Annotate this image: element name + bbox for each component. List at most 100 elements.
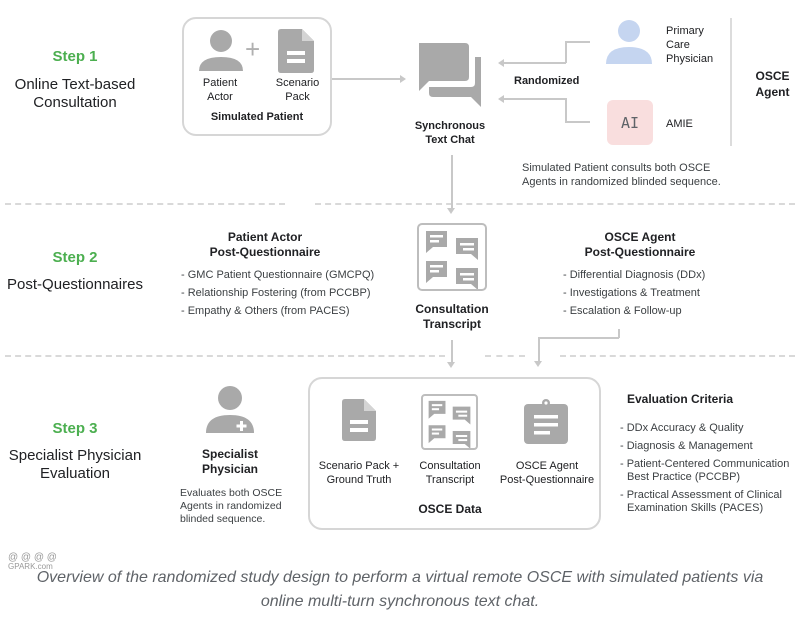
agent-q-item: - Differential Diagnosis (DDx) — [563, 269, 706, 281]
scenario-pack-label: Scenario Pack — [270, 76, 325, 104]
arrow-head-amie — [498, 95, 504, 103]
agent-questionnaire-title: OSCE Agent Post-Questionnaire — [565, 230, 715, 260]
agent-q-item: - Escalation & Follow-up — [563, 305, 682, 317]
patient-questionnaire-title: Patient Actor Post-Questionnaire — [190, 230, 340, 260]
connector-pcp-vertical — [565, 41, 567, 63]
agent-questionnaire-list: - Differential Diagnosis (DDx) - Investi… — [563, 266, 705, 320]
watermark-line1: @ @ @ @ — [8, 552, 57, 563]
criteria-item-line2: Examination Skills (PACES) — [627, 502, 764, 514]
patient-q-item: - GMC Patient Questionnaire (GMCPQ) — [181, 269, 375, 281]
criteria-item: - Practical Assessment of Clinical Exami… — [620, 489, 789, 515]
step2-number: Step 2 — [52, 249, 98, 266]
osce-data-item: OSCE Agent Post-Questionnaire — [494, 459, 600, 487]
osce-data-item-line1: OSCE Agent — [515, 460, 579, 472]
arrow-head-agent-q-to-data — [534, 361, 542, 367]
step1-title-line2: Consultation — [33, 94, 117, 111]
osce-transcript-icon — [421, 394, 478, 450]
ai-icon: AI — [607, 100, 653, 145]
criteria-item-line1: - Patient-Centered Communication — [620, 458, 790, 470]
scenario-pack-label-line1: Scenario — [275, 77, 320, 89]
watermark: @ @ @ @ GPARK.com — [8, 552, 57, 572]
scenario-pack-ground-truth-icon — [342, 399, 376, 441]
connector-amie-vertical — [565, 98, 567, 122]
step3-title-line2: Evaluation — [39, 465, 111, 482]
primary-care-physician-label: Primary Care Physician — [666, 24, 713, 66]
specialist-desc-line2: Agents in randomized — [180, 500, 282, 512]
connector-amie-bottom — [565, 121, 590, 123]
connector-agent-q-down — [618, 329, 620, 338]
criteria-item-line1: - DDx Accuracy & Quality — [620, 422, 744, 434]
separator-step2-step3 — [560, 355, 795, 357]
specialist-desc-line3: blinded sequence. — [180, 513, 266, 525]
evaluation-criteria-title: Evaluation Criteria — [627, 392, 734, 406]
step3-title-line1: Specialist Physician — [8, 447, 142, 464]
osce-data-item: Scenario Pack + Ground Truth — [311, 459, 407, 487]
arrow-transcript-to-data — [451, 340, 453, 364]
step1-note: Simulated Patient consults both OSCE Age… — [522, 161, 721, 189]
transcript-label-line2: Transcript — [422, 317, 482, 331]
patient-q-item: - Empathy & Others (from PACES) — [181, 305, 350, 317]
osce-data-box — [308, 377, 601, 530]
step3-number: Step 3 — [52, 420, 98, 437]
osce-agent-questionnaire-icon — [524, 399, 568, 444]
chat-label-line2: Text Chat — [425, 134, 475, 146]
specialist-physician-icon — [206, 386, 254, 433]
arrow-head-chat-to-transcript — [447, 208, 455, 214]
arrow-chat-to-transcript — [451, 155, 453, 209]
specialist-description: Evaluates both OSCE Agents in randomized… — [180, 487, 282, 526]
primary-care-physician-icon — [606, 20, 652, 64]
amie-label: AMIE — [666, 118, 693, 130]
patient-actor-label-line1: Patient — [202, 77, 238, 89]
step1-note-line2: Agents in randomized blinded sequence. — [522, 176, 721, 188]
patient-q-title-line2: Post-Questionnaire — [209, 245, 321, 259]
separator-step2-step3 — [5, 355, 445, 357]
arrow-head-patient-to-chat — [400, 75, 406, 83]
osce-data-item: Consultation Transcript — [405, 459, 495, 487]
agent-q-item: - Investigations & Treatment — [563, 287, 700, 299]
caption-line1: Overview of the randomized study design … — [36, 569, 764, 586]
simulated-patient-box — [182, 17, 332, 136]
connector-agent-q-horizontal — [538, 337, 619, 339]
transcript-label-line1: Consultation — [415, 302, 489, 316]
separator-step1-step2 — [5, 203, 285, 205]
randomized-label: Randomized — [514, 75, 580, 87]
osce-data-item-line2: Transcript — [425, 474, 475, 486]
agent-q-title-line2: Post-Questionnaire — [584, 245, 696, 259]
osce-data-label: OSCE Data — [418, 502, 482, 516]
step1-title-line1: Online Text-based — [14, 76, 136, 93]
patient-actor-label: Patient Actor — [194, 76, 246, 104]
pcp-label-line1: Primary — [666, 25, 704, 37]
criteria-item: - DDx Accuracy & Quality — [620, 422, 789, 435]
simulated-patient-label: Simulated Patient — [210, 111, 304, 123]
synchronous-chat-icon — [419, 43, 481, 107]
patient-q-item: - Relationship Fostering (from PCCBP) — [181, 287, 371, 299]
separator-step1-step2 — [315, 203, 795, 205]
arrow-agent-q-to-data — [538, 337, 540, 363]
arrow-pcp-to-chat — [503, 62, 566, 64]
arrow-head-pcp — [498, 59, 504, 67]
pcp-label-line3: Physician — [666, 53, 714, 65]
caption-line2: online multi-turn synchronous text chat. — [260, 593, 540, 610]
step1-title: Online Text-based Consultation — [5, 76, 145, 112]
scenario-pack-icon — [278, 29, 314, 73]
patient-q-title-line1: Patient Actor — [227, 230, 303, 244]
separator-step2-step3 — [485, 355, 525, 357]
arrow-patient-to-chat — [332, 78, 402, 80]
specialist-physician-label: Specialist Physician — [180, 447, 280, 477]
patient-actor-label-line2: Actor — [207, 91, 233, 103]
osce-agent-divider — [730, 18, 732, 146]
consultation-transcript-label: Consultation Transcript — [402, 302, 502, 332]
patient-questionnaire-list: - GMC Patient Questionnaire (GMCPQ) - Re… — [181, 266, 374, 320]
criteria-item-line1: - Practical Assessment of Clinical — [620, 489, 782, 501]
specialist-label-line2: Physician — [201, 462, 259, 476]
criteria-item-line1: - Diagnosis & Management — [620, 440, 753, 452]
osce-data-item-line2: Ground Truth — [326, 474, 392, 486]
chat-label-line1: Synchronous — [414, 120, 486, 132]
osce-data-item-line1: Consultation — [419, 460, 481, 472]
osce-data-item-line2: Post-Questionnaire — [499, 474, 595, 486]
figure-caption: Overview of the randomized study design … — [0, 566, 800, 614]
synchronous-chat-label: Synchronous Text Chat — [400, 119, 500, 147]
step3-title: Specialist Physician Evaluation — [0, 447, 150, 483]
scenario-pack-label-line2: Pack — [285, 91, 310, 103]
criteria-item: - Diagnosis & Management — [620, 440, 789, 453]
